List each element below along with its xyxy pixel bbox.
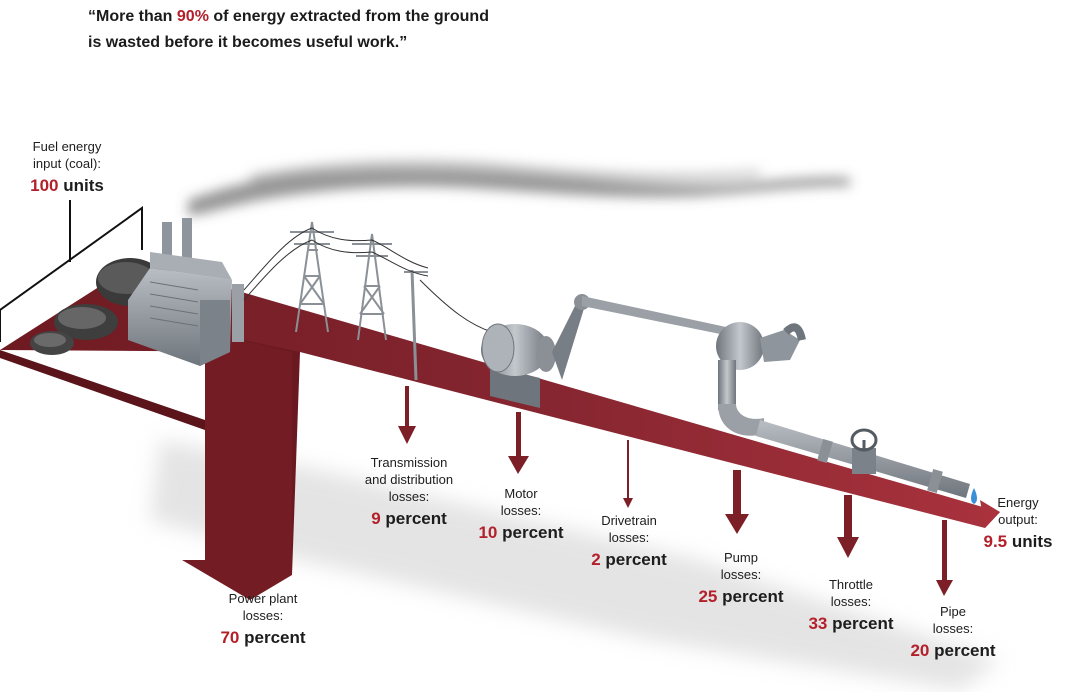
loss-name-line2: losses: xyxy=(608,530,650,545)
loss-name-line1: Power plant xyxy=(228,591,298,606)
loss-number: 70 xyxy=(220,628,240,647)
input-label: Fuel energy input (coal): 100 units xyxy=(6,138,128,197)
drivetrain-loss-arrow xyxy=(623,440,633,508)
loss-number: 2 xyxy=(591,550,601,569)
ground-shadow xyxy=(150,440,1000,690)
loss-unit: percent xyxy=(502,523,564,542)
drivetrain xyxy=(552,294,740,380)
loss-name-line1: Pipe xyxy=(939,604,967,619)
loss-name-line2: losses: xyxy=(720,567,762,582)
quote-line1-post: of energy extracted from the ground xyxy=(208,8,489,25)
loss-number: 10 xyxy=(478,523,498,542)
input-label-line2: input (coal): xyxy=(33,156,101,171)
loss-name-line2: losses: xyxy=(830,594,872,609)
quote-highlight: 90% xyxy=(176,8,209,25)
loss-label-pump: Pump losses: 25 percent xyxy=(686,549,796,608)
loss-label-transmission: Transmission and distribution losses: 9 … xyxy=(344,454,474,530)
output-number: 9.5 xyxy=(983,532,1008,551)
input-number: 100 xyxy=(30,176,59,195)
loss-unit: percent xyxy=(722,587,784,606)
loss-label-throttle: Throttle losses: 33 percent xyxy=(796,576,906,635)
loss-value: 70 percent xyxy=(198,627,328,649)
motor-loss-arrow xyxy=(508,412,529,474)
output-label-line2: output: xyxy=(998,512,1038,527)
transmission-loss-arrow xyxy=(398,386,416,444)
loss-label-power-plant: Power plant losses: 70 percent xyxy=(198,590,328,649)
loss-name-line2: losses: xyxy=(932,621,974,636)
output-label-line1: Energy xyxy=(997,495,1039,510)
quote-line2: is wasted before it becomes useful work.… xyxy=(88,34,408,51)
loss-value: 33 percent xyxy=(796,613,906,635)
output-unit: units xyxy=(1011,532,1053,551)
transmission-towers xyxy=(290,221,428,381)
quote-line1-pre: “More than xyxy=(88,8,177,25)
loss-number: 20 xyxy=(910,641,930,660)
throttle-valve xyxy=(850,428,878,474)
loss-label-motor: Motor losses: 10 percent xyxy=(466,485,576,544)
coal-piles xyxy=(30,258,164,355)
loss-arrows xyxy=(398,386,953,596)
input-unit: units xyxy=(63,176,104,195)
loss-name-line1: Pump xyxy=(724,550,758,565)
loss-unit: percent xyxy=(605,550,667,569)
loss-value: 25 percent xyxy=(686,586,796,608)
power-lines xyxy=(243,227,493,333)
input-bracket xyxy=(0,200,143,342)
input-label-line1: Fuel energy xyxy=(32,139,102,154)
loss-name-line2: losses: xyxy=(500,503,542,518)
pipe-loss-arrow xyxy=(936,520,953,596)
loss-name-line1: Throttle xyxy=(828,577,874,592)
loss-unit: percent xyxy=(244,628,306,647)
loss-unit: percent xyxy=(934,641,996,660)
loss-name-line3: losses: xyxy=(388,489,430,504)
loss-unit: percent xyxy=(385,509,447,528)
throttle-loss-arrow xyxy=(837,495,859,558)
input-value: 100 units xyxy=(6,175,128,197)
water-drop-icon xyxy=(971,488,977,504)
loss-name-line1: Transmission xyxy=(370,455,448,470)
loss-number: 9 xyxy=(371,509,381,528)
electric-motor xyxy=(481,323,556,408)
pump xyxy=(716,322,806,436)
headline-quote: “More than 90% of energy extracted from … xyxy=(88,4,558,56)
loss-number: 25 xyxy=(698,587,718,606)
loss-name-line2: losses: xyxy=(242,608,284,623)
loss-value: 2 percent xyxy=(574,549,684,571)
loss-value: 10 percent xyxy=(466,522,576,544)
output-label: Energy output: 9.5 units xyxy=(968,494,1068,553)
loss-label-drivetrain: Drivetrain losses: 2 percent xyxy=(574,512,684,571)
loss-label-pipe: Pipe losses: 20 percent xyxy=(898,603,1008,662)
loss-number: 33 xyxy=(808,614,828,633)
loss-unit: percent xyxy=(832,614,894,633)
loss-name-line2: and distribution xyxy=(364,472,454,487)
loss-name-line1: Drivetrain xyxy=(601,513,657,528)
loss-name-line1: Motor xyxy=(504,486,538,501)
power-plant xyxy=(128,218,244,366)
smoke-plume xyxy=(188,159,850,216)
pump-loss-arrow xyxy=(725,470,749,534)
output-value: 9.5 units xyxy=(968,531,1068,553)
loss-value: 9 percent xyxy=(344,508,474,530)
loss-value: 20 percent xyxy=(898,640,1008,662)
